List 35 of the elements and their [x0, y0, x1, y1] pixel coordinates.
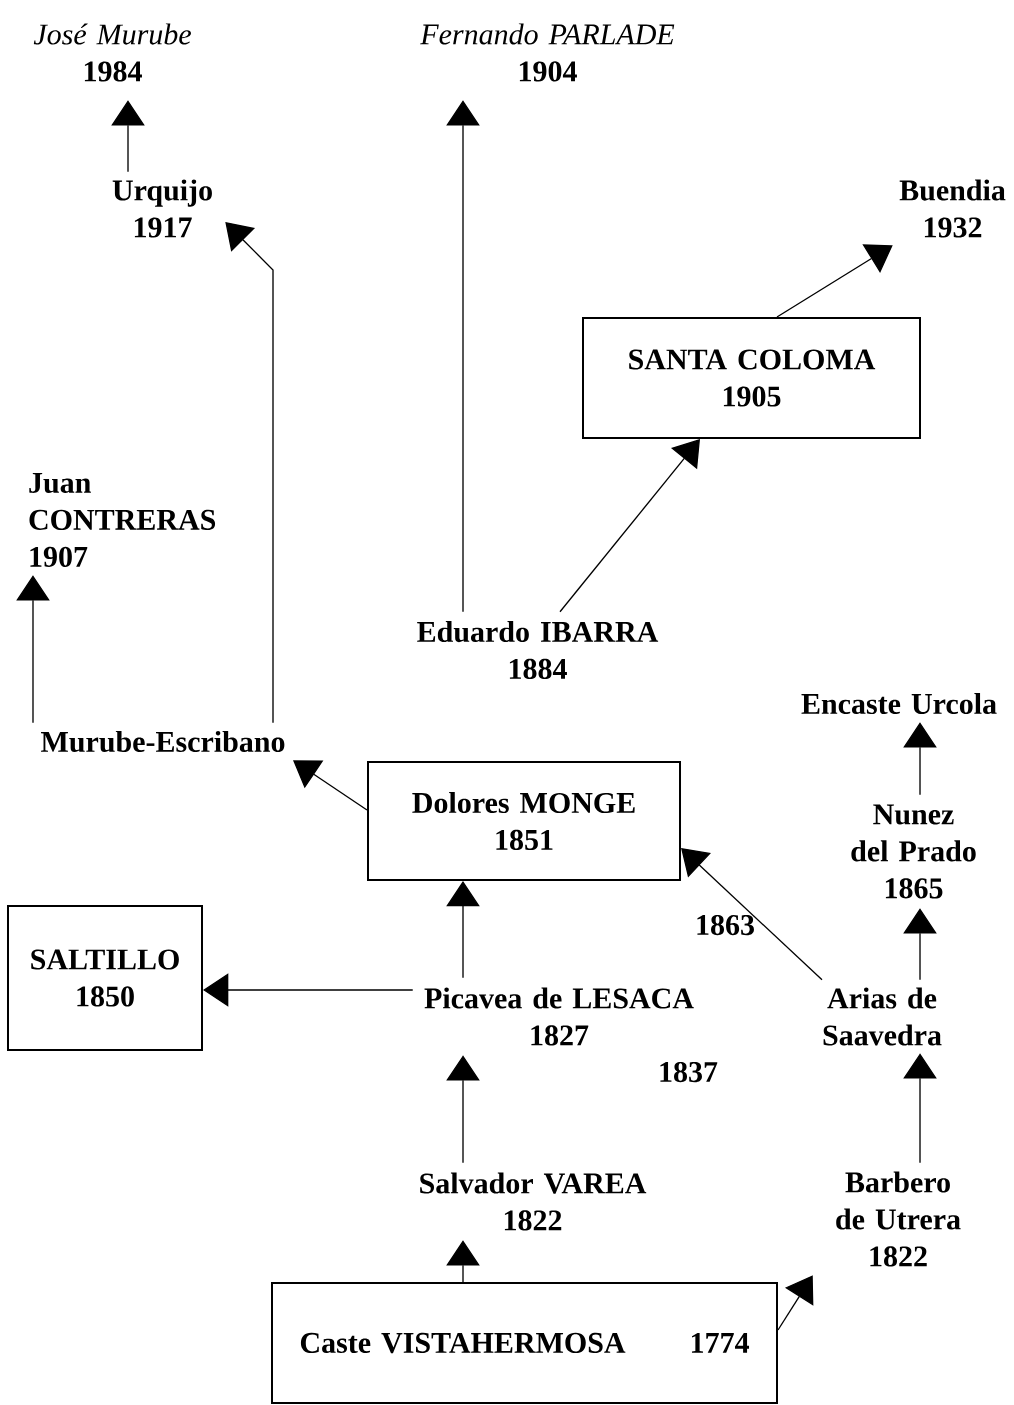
year-label: 1837 [660, 1061, 718, 1083]
breed-box: SALTILLO 1850 [7, 905, 203, 1051]
breed-label: José Murube 1984 [33, 23, 191, 82]
arrow [681, 848, 823, 981]
arrow [446, 881, 480, 979]
arrow [111, 100, 145, 173]
breed-box: SANTA COLOMA 1905 [582, 317, 921, 439]
arrow [903, 1053, 937, 1164]
arrow [446, 100, 480, 613]
breed-label: Arias de Saavedra [823, 987, 942, 1046]
arrow [446, 1240, 480, 1283]
breed-label: Juan CONTRERAS 1907 [29, 473, 216, 567]
breed-label: Urquijo 1917 [112, 179, 212, 238]
breed-label: Encaste Urcola [801, 692, 997, 715]
breed-label: Nunez del Prado 1865 [851, 804, 976, 899]
breed-label: Buendia 1932 [899, 179, 1006, 238]
arrow [559, 439, 700, 613]
arrow [203, 973, 414, 1007]
breed-label: Murube-Escribano [41, 730, 285, 753]
arrow [293, 760, 368, 811]
breed-label: Barbero de Utrera 1822 [836, 1171, 961, 1267]
breed-label: Eduardo IBARRA 1884 [417, 620, 659, 680]
arrow [225, 222, 274, 724]
breed-label: Picavea de LESACA 1827 [424, 987, 694, 1046]
breed-label: Fernando PARLADE 1904 [420, 23, 675, 82]
arrow [776, 244, 893, 318]
arrow [903, 722, 937, 796]
year-label: 1863 [697, 914, 754, 936]
arrow [777, 1275, 814, 1331]
breed-box: Caste VISTAHERMOSA 1774 [271, 1282, 778, 1404]
arrow [903, 908, 937, 981]
breed-box: Dolores MONGE 1851 [367, 761, 681, 881]
arrow [16, 575, 50, 724]
arrow [446, 1055, 480, 1164]
breed-label: Salvador VAREA 1822 [420, 1172, 647, 1231]
